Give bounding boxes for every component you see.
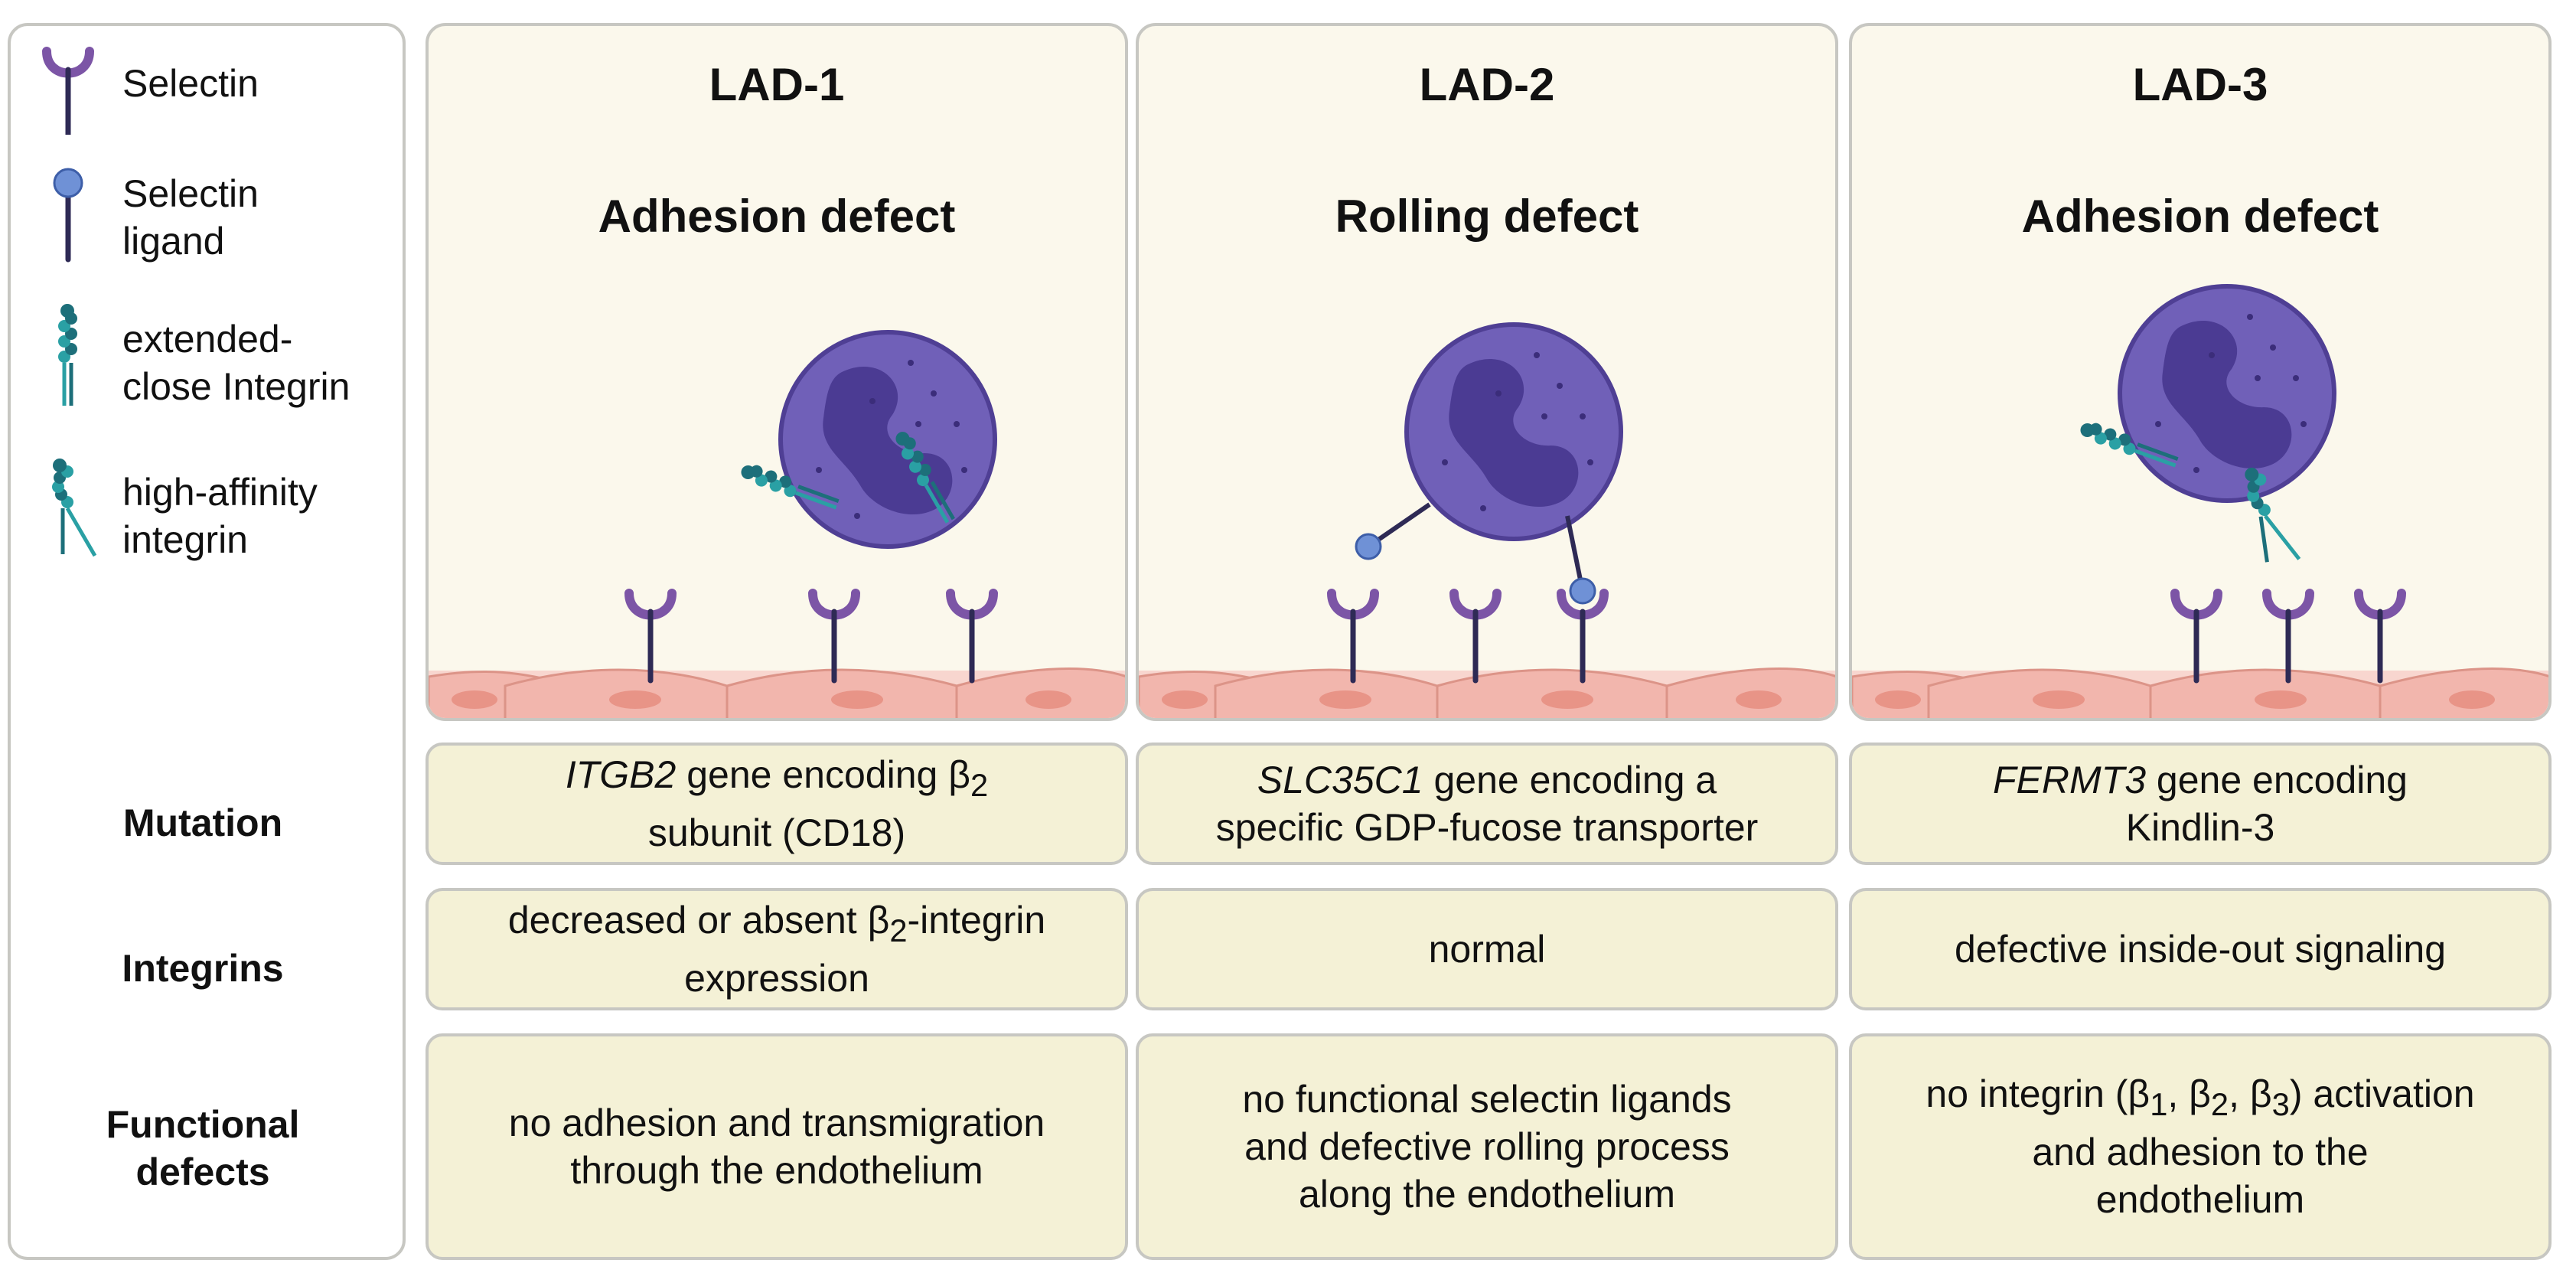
lad1-mutation-sub: 2 <box>970 767 989 803</box>
legend-extended-label-2: close Integrin <box>122 365 351 408</box>
lad1-title: LAD-1 <box>709 59 845 110</box>
lad3-functional-post: ) activation <box>2289 1072 2475 1115</box>
lad1-integrins-pre: decreased or absent β <box>507 899 890 942</box>
lad2-title: LAD-2 <box>1419 59 1555 110</box>
selectin-icon <box>629 593 672 681</box>
lad1-mutation-cell: ITGB2 gene encoding β2 subunit (CD18) <box>426 743 1128 865</box>
lad3-mutation-cell: FERMT3 gene encoding Kindlin-3 <box>1849 743 2552 865</box>
row-label-integrins: Integrins <box>122 947 284 990</box>
lad3-panel: LAD-3 Adhesion defect <box>1849 23 2552 721</box>
lad1-defect: Adhesion defect <box>598 191 956 242</box>
legend-panel: Selectin Selectin ligand extended- close… <box>8 23 406 1260</box>
lad3-defect: Adhesion defect <box>2021 191 2379 242</box>
lad2-scene <box>1139 26 1835 718</box>
lad3-gene: FERMT3 <box>1993 759 2147 801</box>
lad3-integrins: defective inside-out signaling <box>1954 928 2447 971</box>
endothelium <box>1852 667 2548 718</box>
legend-high-affinity-label-1: high-affinity <box>122 471 318 514</box>
lad2-functional-3: along the endothelium <box>1298 1173 1676 1216</box>
selectin-icon <box>1332 593 1374 681</box>
lad3-mutation-line2: Kindlin-3 <box>2125 806 2275 849</box>
lad1-panel: LAD-1 Adhesion defect <box>426 23 1128 721</box>
lad1-functional-1: no adhesion and transmigration <box>508 1102 1045 1144</box>
neutrophil-icon <box>1407 325 1621 539</box>
selectin-icon <box>41 43 95 135</box>
row-label-functional-1: Functional <box>106 1103 300 1146</box>
lad3-functional-pre: no integrin (β <box>1925 1072 2150 1115</box>
lad2-gene: SLC35C1 <box>1257 759 1423 801</box>
endothelium <box>429 667 1125 718</box>
selectin-icon <box>2175 593 2218 681</box>
lad2-functional-1: no functional selectin ligands <box>1242 1078 1732 1121</box>
lad2-defect: Rolling defect <box>1335 191 1639 242</box>
lad1-mutation-text: gene encoding β <box>676 753 970 796</box>
high-affinity-integrin-icon <box>44 455 129 570</box>
row-label-mutation: Mutation <box>122 801 283 844</box>
lad3-scene <box>1852 26 2548 718</box>
selectin-icon <box>1561 593 1604 681</box>
selectin-icon <box>951 593 993 681</box>
selectin-ligand-icon <box>1569 577 1596 605</box>
lad2-functional-cell: no functional selectin ligands and defec… <box>1136 1033 1838 1260</box>
selectin-icon <box>2267 593 2310 681</box>
lad3-functional-m1: , β <box>2167 1072 2211 1115</box>
lad3-functional-2: and adhesion to the <box>2032 1131 2369 1173</box>
lad1-functional-2: through the endothelium <box>570 1149 983 1192</box>
lad1-scene <box>429 26 1125 718</box>
lad3-functional-s2: 2 <box>2210 1086 2229 1122</box>
lad2-mutation-cell: SLC35C1 gene encoding a specific GDP-fuc… <box>1136 743 1838 865</box>
neutrophil-icon <box>2120 286 2334 501</box>
lad2-integrins-cell: normal <box>1136 888 1838 1010</box>
lad3-functional-s3: 3 <box>2271 1086 2290 1122</box>
lad3-functional-3: endothelium <box>2095 1178 2305 1221</box>
selectin-icon <box>813 593 856 681</box>
lad3-functional-s1: 1 <box>2150 1086 2168 1122</box>
lad3-title: LAD-3 <box>2132 59 2268 110</box>
lad3-integrins-cell: defective inside-out signaling <box>1849 888 2552 1010</box>
lad1-functional-cell: no adhesion and transmigration through t… <box>426 1033 1128 1260</box>
lad2-panel: LAD-2 Rolling defect <box>1136 23 1838 721</box>
selectin-icon <box>2359 593 2402 681</box>
lad2-mutation-line2: specific GDP-fucose transporter <box>1215 806 1759 849</box>
lad1-integrins-line2: expression <box>684 957 869 1000</box>
lad1-integrins-sub: 2 <box>889 912 908 948</box>
lad3-mutation-text: gene encoding <box>2146 759 2408 801</box>
lad3-functional-cell: no integrin (β1, β2, β3) activation and … <box>1849 1033 2552 1260</box>
lad2-functional-2: and defective rolling process <box>1244 1125 1730 1168</box>
endothelium <box>1139 667 1835 718</box>
lad2-mutation-text: gene encoding a <box>1423 759 1717 801</box>
lad1-integrins-post: -integrin <box>907 899 1046 942</box>
legend-selectin-label: Selectin <box>122 62 259 105</box>
selectin-ligand-icon <box>53 168 83 263</box>
selectin-icon <box>1454 593 1497 681</box>
lad2-integrins: normal <box>1428 928 1546 971</box>
legend-selectin-ligand-label-1: Selectin <box>122 172 259 215</box>
neutrophil-icon <box>781 332 995 547</box>
legend-extended-label-1: extended- <box>122 318 293 361</box>
legend-high-affinity-label-2: integrin <box>122 518 248 561</box>
extended-close-integrin-icon <box>49 302 95 416</box>
lad3-functional-m2: , β <box>2229 1072 2272 1115</box>
lad1-mutation-line2: subunit (CD18) <box>647 811 906 854</box>
lad1-gene: ITGB2 <box>565 753 677 796</box>
selectin-ligand-icon <box>1355 533 1382 560</box>
row-label-functional-2: defects <box>135 1151 270 1193</box>
legend-selectin-ligand-label-2: ligand <box>122 220 225 263</box>
lad1-integrins-cell: decreased or absent β2-integrin expressi… <box>426 888 1128 1010</box>
